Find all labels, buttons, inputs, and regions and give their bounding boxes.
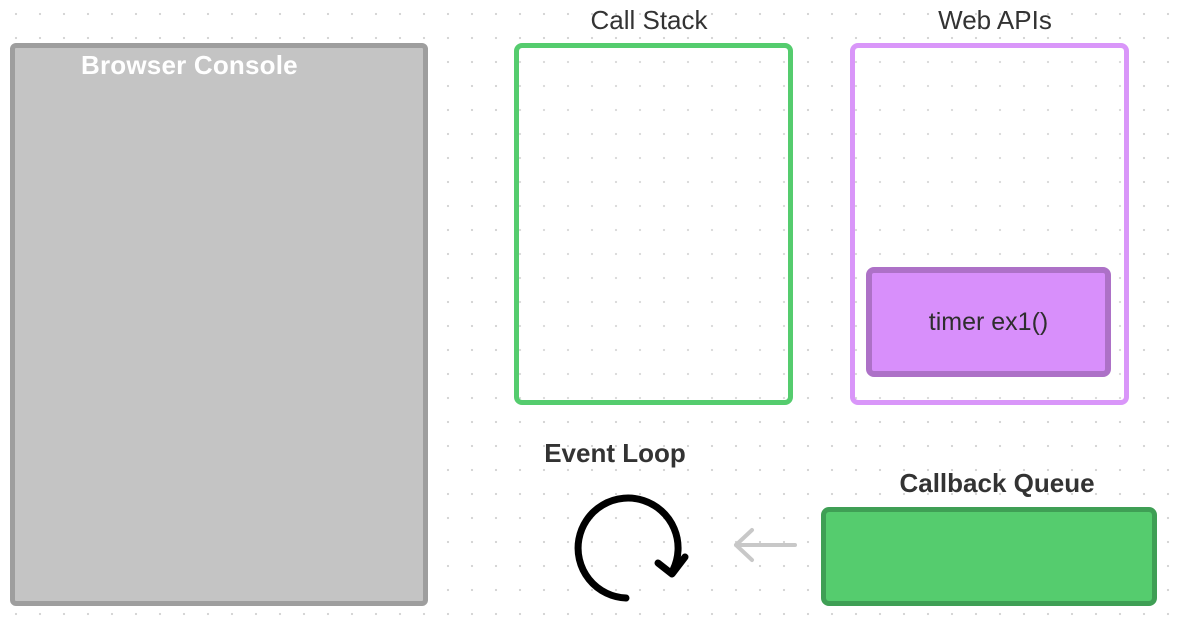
timer-ex1-label: timer ex1() <box>928 307 1049 336</box>
call-stack-title: Call Stack <box>590 5 708 35</box>
timer-ex1-block: timer ex1() <box>866 267 1111 377</box>
browser-console-panel: Browser Console <box>10 43 428 606</box>
callback-queue-title: Callback Queue <box>899 468 1095 498</box>
callback-queue-panel <box>821 507 1157 606</box>
event-loop-title: Event Loop <box>544 438 686 468</box>
browser-console-title: Browser Console <box>81 50 298 80</box>
call-stack-panel <box>514 43 793 405</box>
loop-arrow-icon <box>574 494 689 602</box>
web-apis-title: Web APIs <box>938 5 1052 35</box>
arrow-left-icon <box>734 528 797 562</box>
